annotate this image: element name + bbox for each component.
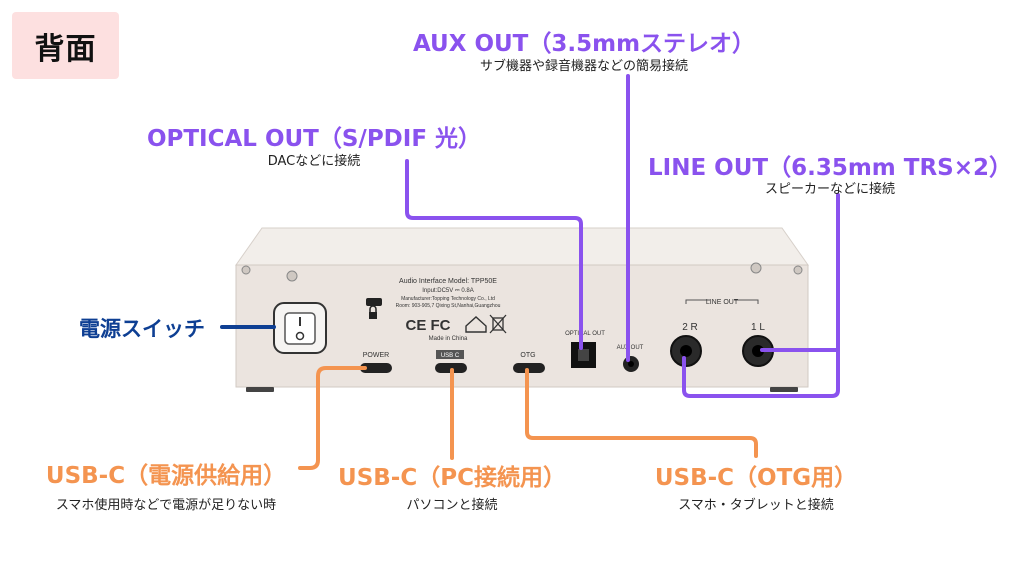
house-icon: [465, 316, 487, 333]
kensington-slot-icon: [366, 298, 382, 306]
port-label-usbc-bg: [436, 350, 464, 359]
weee-bin-icon: [489, 314, 507, 334]
port-label-optical: OPTICAL OUT: [565, 331, 605, 337]
usb-otg-title: USB-C（OTG用）: [654, 465, 858, 491]
usb-otg-connector-line: [525, 368, 758, 458]
port-label-power: POWER: [363, 352, 389, 359]
port-label-left: 1 L: [751, 322, 765, 333]
usb-power-title: USB-C（電源供給用）: [45, 463, 287, 489]
port-label-right: 2 R: [682, 322, 698, 333]
usb-pc-desc: パソコンと接続: [406, 498, 498, 513]
usb-c-otg-port-icon: [513, 363, 545, 373]
lock-icon: [369, 312, 377, 319]
device-foot-right: [770, 387, 798, 392]
optical-out-title: OPTICAL OUT（S/PDIF 光）: [146, 126, 482, 152]
line-out-right-connector-line: [682, 348, 840, 398]
label-line-origin: Made in China: [429, 336, 468, 342]
line-out-desc: スピーカーなどに接続: [764, 182, 896, 197]
label-line-model: Audio Interface Model: TPP50E: [399, 278, 497, 285]
line-out-title: LINE OUT（6.35mm TRS×2）: [647, 155, 1013, 181]
screw-icon: [750, 262, 762, 274]
power-switch-title: 電源スイッチ: [79, 317, 205, 341]
cert-marks-text: CE FC: [406, 317, 451, 334]
port-label-otg: OTG: [520, 352, 535, 359]
aux-out-desc: サブ機器や録音機器などの簡易接続: [479, 59, 689, 74]
optical-connector-line: [405, 159, 583, 350]
device-foot-left: [246, 387, 274, 392]
screw-icon: [286, 270, 298, 282]
label-line-address: Room: 903-905,7 Qixing St,Nanhai,Guangzh…: [396, 303, 501, 309]
usb-power-connector-line: [298, 366, 367, 470]
usb-c-power-port-icon: [360, 363, 392, 373]
orange-connector-lines: [298, 366, 758, 470]
port-label-lineout: LINE OUT: [706, 299, 739, 306]
label-line-maker: Manufacturer:Topping Technology Co., Ltd: [401, 296, 495, 302]
purple-connector-lines: [405, 74, 840, 398]
optical-out-desc: DACなどに接続: [267, 154, 361, 169]
usb-power-desc: スマホ使用時などで電源が足りない時: [55, 498, 277, 513]
label-line-input: Input:DC5V ⎓ 0.8A: [422, 288, 473, 294]
device-top-lid: [235, 227, 809, 266]
usb-pc-title: USB-C（PC接続用）: [338, 465, 566, 491]
usb-otg-desc: スマホ・タブレットと接続: [678, 498, 834, 513]
aux-out-title: AUX OUT（3.5mmステレオ）: [412, 31, 756, 57]
section-badge: 背面: [12, 12, 119, 79]
screw-icon: [793, 265, 803, 275]
port-label-aux: AUX OUT: [617, 345, 644, 351]
port-label-usbc: USB C: [441, 353, 460, 359]
product-label-text: Audio Interface Model: TPP50E Input:DC5V…: [396, 278, 501, 309]
screw-icon: [241, 265, 251, 275]
usb-c-pc-port-icon: [435, 363, 467, 373]
